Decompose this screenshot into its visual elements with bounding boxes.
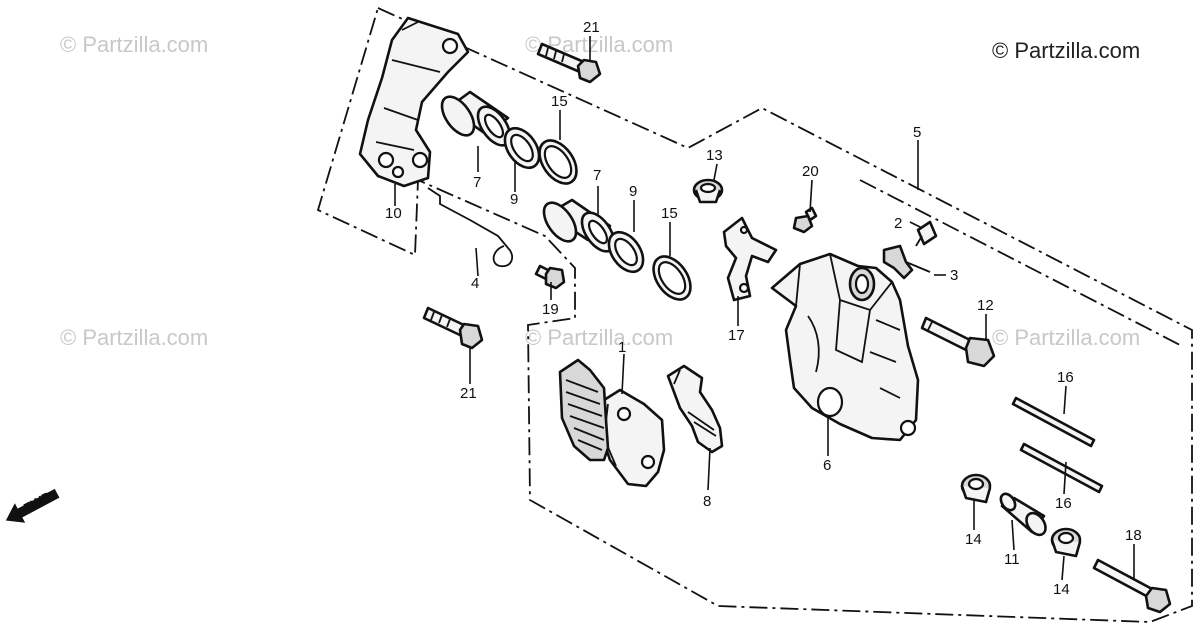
callout-13: 13 xyxy=(706,147,723,164)
caliper-long-bolt xyxy=(1092,558,1172,614)
watermark-mid-left: © Partzilla.com xyxy=(60,325,208,350)
callout-3: 3 xyxy=(950,267,958,284)
callout-2: 2 xyxy=(894,215,902,232)
bleeder-cap xyxy=(692,178,724,204)
brake-pad-lined xyxy=(558,358,610,462)
callout-7-lower: 7 xyxy=(593,167,601,184)
assembly-boundary xyxy=(316,6,1193,623)
pin-sleeve xyxy=(999,492,1047,537)
callout-19: 19 xyxy=(542,301,559,318)
bleeder-valve xyxy=(915,220,938,247)
watermark-mid-right: © Partzilla.com xyxy=(992,325,1140,350)
callout-15-upper: 15 xyxy=(551,93,568,110)
callout-21-lower: 21 xyxy=(460,385,477,402)
callout-14-upper: 14 xyxy=(965,531,982,548)
callout-16-lower: 16 xyxy=(1055,495,1072,512)
brake-pad-plain xyxy=(598,388,666,488)
subassembly-line xyxy=(859,179,1181,346)
watermark-top-right: © Partzilla.com xyxy=(992,38,1140,63)
callout-9-lower: 9 xyxy=(629,183,637,200)
bolt-upper xyxy=(536,42,602,84)
callout-15-lower: 15 xyxy=(661,205,678,222)
callout-8: 8 xyxy=(703,493,711,510)
caliper-body xyxy=(770,252,920,442)
callout-20: 20 xyxy=(802,163,819,180)
piston-seal-upper-bore xyxy=(543,145,573,179)
caliper-bracket xyxy=(358,16,470,188)
watermark-top-left: © Partzilla.com xyxy=(60,32,208,57)
callout-12: 12 xyxy=(977,297,994,314)
small-bolt xyxy=(534,264,566,290)
caliper-pin-bolt xyxy=(920,316,996,368)
callout-1: 1 xyxy=(618,339,626,356)
callout-5: 5 xyxy=(913,124,921,141)
pin-boot-lower xyxy=(1050,527,1082,558)
watermark-mid-center: © Partzilla.com xyxy=(525,325,673,350)
piston-seal-lower-bore xyxy=(657,261,687,295)
callout-numbers: 21 15 7 9 7 9 15 10 4 19 21 13 20 17 2 3… xyxy=(385,19,1142,598)
bleeder-valve-cap xyxy=(882,244,931,280)
pad-retainer-plate xyxy=(722,216,778,302)
callout-14-lower: 14 xyxy=(1053,581,1070,598)
callout-16-upper: 16 xyxy=(1057,369,1074,386)
pad-pin-upper xyxy=(1011,396,1096,448)
callout-9-upper: 9 xyxy=(510,191,518,208)
callout-18: 18 xyxy=(1125,527,1142,544)
pad-spring xyxy=(666,364,724,454)
leader-lines xyxy=(394,36,1135,581)
fwd-label: FWD xyxy=(21,488,54,515)
callout-6: 6 xyxy=(823,457,831,474)
callout-10: 10 xyxy=(385,205,402,222)
dust-seal-upper-bore xyxy=(510,133,534,163)
callout-17: 17 xyxy=(728,327,745,344)
pad-pin-lower xyxy=(1019,442,1104,494)
callout-11: 11 xyxy=(1004,551,1020,568)
bolt-lower xyxy=(422,306,484,350)
callout-4: 4 xyxy=(471,275,479,292)
piston-lower xyxy=(542,198,616,253)
pin-boot-upper xyxy=(960,473,992,504)
callout-21-upper: 21 xyxy=(583,19,600,36)
callout-7-upper: 7 xyxy=(473,174,481,191)
forward-direction-arrow: FWD xyxy=(5,488,60,523)
pad-spring-clip xyxy=(427,187,514,268)
dust-seal-lower-bore xyxy=(614,237,638,267)
bleeder-screw xyxy=(792,206,818,234)
